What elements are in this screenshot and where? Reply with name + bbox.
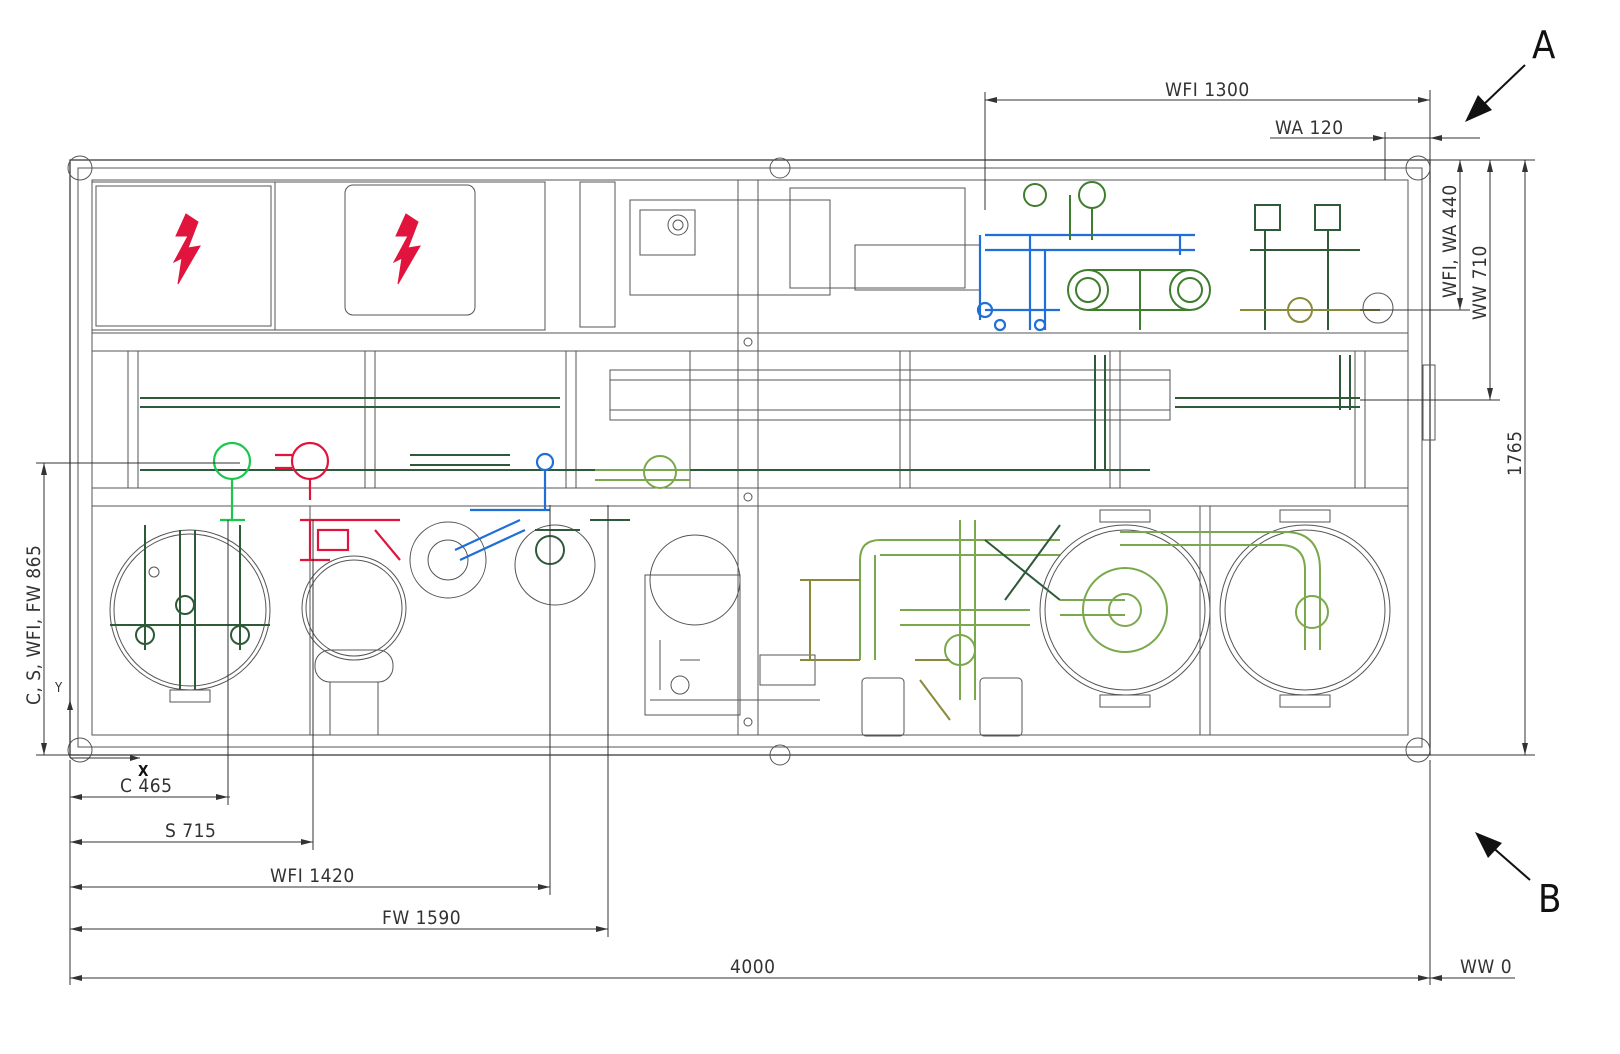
dim-ww-710: WW 710 [1469,245,1491,320]
dim-1765: 1765 [1504,431,1526,477]
dim-ww-0: WW 0 [1460,956,1512,978]
green-heat-exchanger-piping [800,520,1061,737]
dim-c-465: C 465 [120,775,173,797]
top-right-fittings [1023,181,1394,330]
tank-s [301,555,407,735]
arrow-b-icon [1475,832,1531,881]
dim-wfi-1420: WFI 1420 [270,865,355,887]
axis-x-label: X [138,762,149,780]
marker-a: A [1532,23,1556,67]
middle-header-pipes [140,355,1360,489]
sample-valves [212,441,401,562]
storage-tank-1 [1039,509,1211,708]
control-unit [579,181,981,328]
pump-unit [644,534,820,716]
storage-tank-2 [1120,509,1391,708]
high-voltage-icon [392,213,421,285]
dim-s-715: S 715 [165,820,216,842]
dim-left-865: C, S, WFI, FW 865 [23,545,45,705]
tank-c [109,525,271,703]
tank-fw [514,519,630,606]
axis-y-label: Y [54,681,63,696]
electrical-cabinet-left [91,181,276,331]
dimension-lines [36,90,1535,985]
dim-wfi-1300: WFI 1300 [1165,79,1250,101]
dim-wfi-wa-440: WFI, WA 440 [1439,184,1461,298]
dim-fw-1590: FW 1590 [382,907,461,929]
dim-4000: 4000 [730,956,776,978]
skid-frame [67,155,1436,766]
blue-manifold [976,233,1195,332]
high-voltage-icon [172,213,201,285]
dim-wa-120: WA 120 [1275,117,1344,139]
electrical-cabinet-right [274,181,546,331]
arrow-a-icon [1465,64,1526,122]
marker-b: B [1538,877,1561,921]
tank-wfi [409,452,555,599]
